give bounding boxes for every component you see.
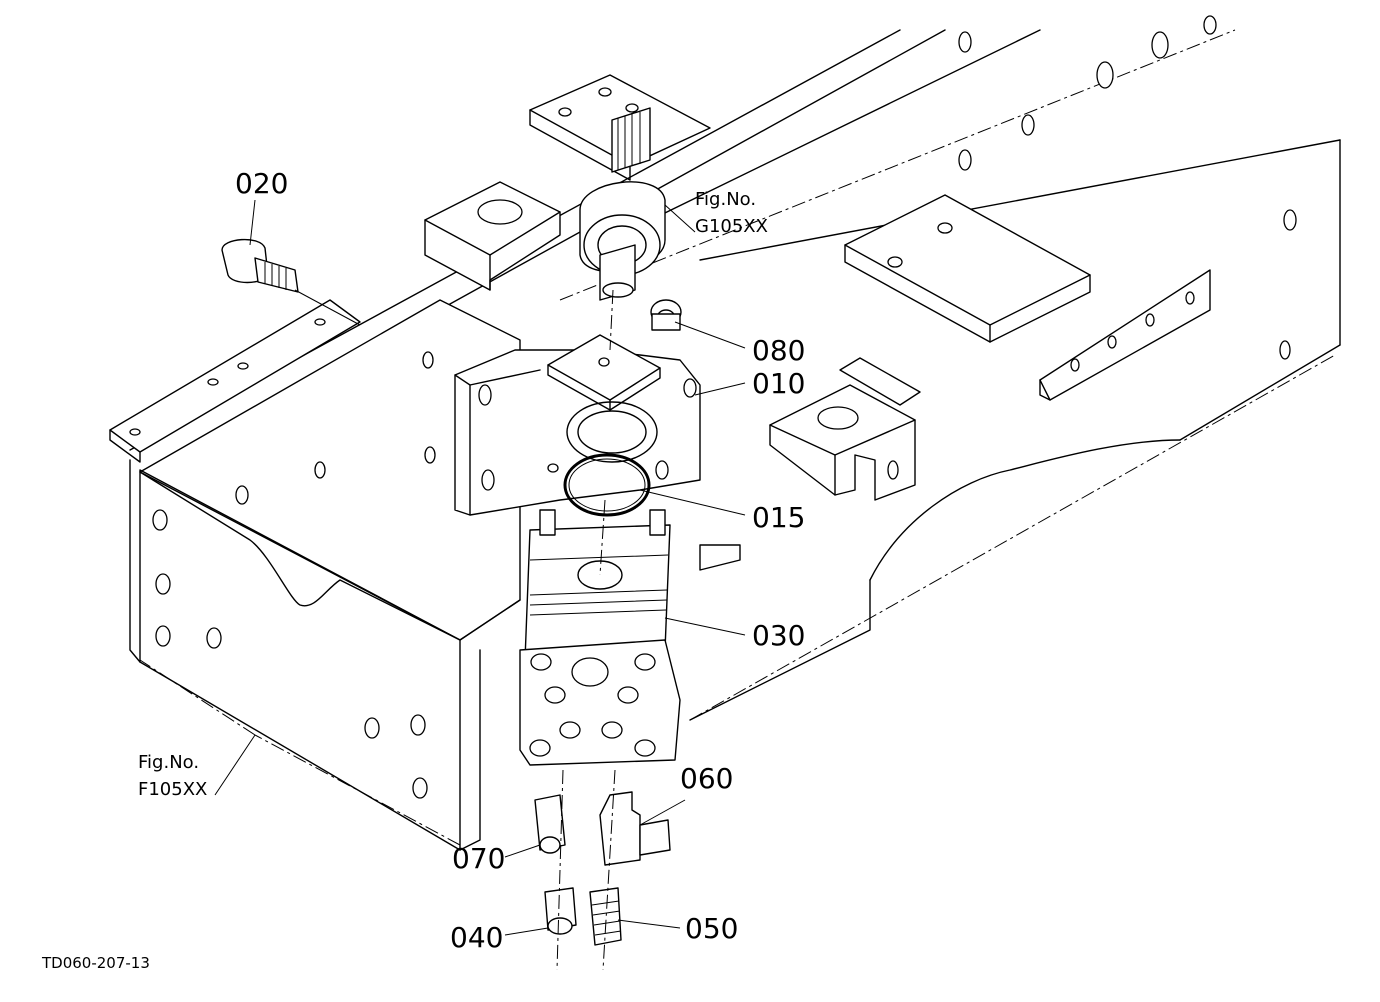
bolt-050 [589, 887, 622, 946]
part-label-015: 015 [752, 501, 805, 534]
elbow-060 [599, 791, 671, 866]
part-label-050: 050 [685, 912, 738, 945]
leader-lines [139, 199, 746, 971]
part-label-020: 020 [235, 167, 288, 200]
fig-ref-left-line2: F105XX [138, 779, 207, 800]
part-label-070: 070 [452, 842, 505, 875]
fitting-070 [534, 794, 566, 854]
hydraulic-pump-030 [519, 509, 681, 766]
fig-ref-top-line2: G105XX [695, 216, 768, 237]
part-label-060: 060 [680, 762, 733, 795]
bolt-080 [650, 299, 682, 331]
fitting-040 [544, 887, 577, 935]
part-label-010: 010 [752, 367, 805, 400]
fig-ref-left-line1: Fig.No. [138, 752, 199, 773]
drive-shaft-assembly [579, 107, 666, 301]
drawing-code: TD060-207-13 [41, 954, 150, 972]
part-label-030: 030 [752, 619, 805, 652]
chassis-frame [109, 15, 1341, 851]
o-ring-015 [563, 453, 651, 517]
part-label-040: 040 [450, 921, 503, 954]
part-label-080: 080 [752, 334, 805, 367]
bolt-020 [221, 238, 299, 293]
fig-ref-top-line1: Fig.No. [695, 189, 756, 210]
pump-bracket-010 [422, 334, 701, 516]
